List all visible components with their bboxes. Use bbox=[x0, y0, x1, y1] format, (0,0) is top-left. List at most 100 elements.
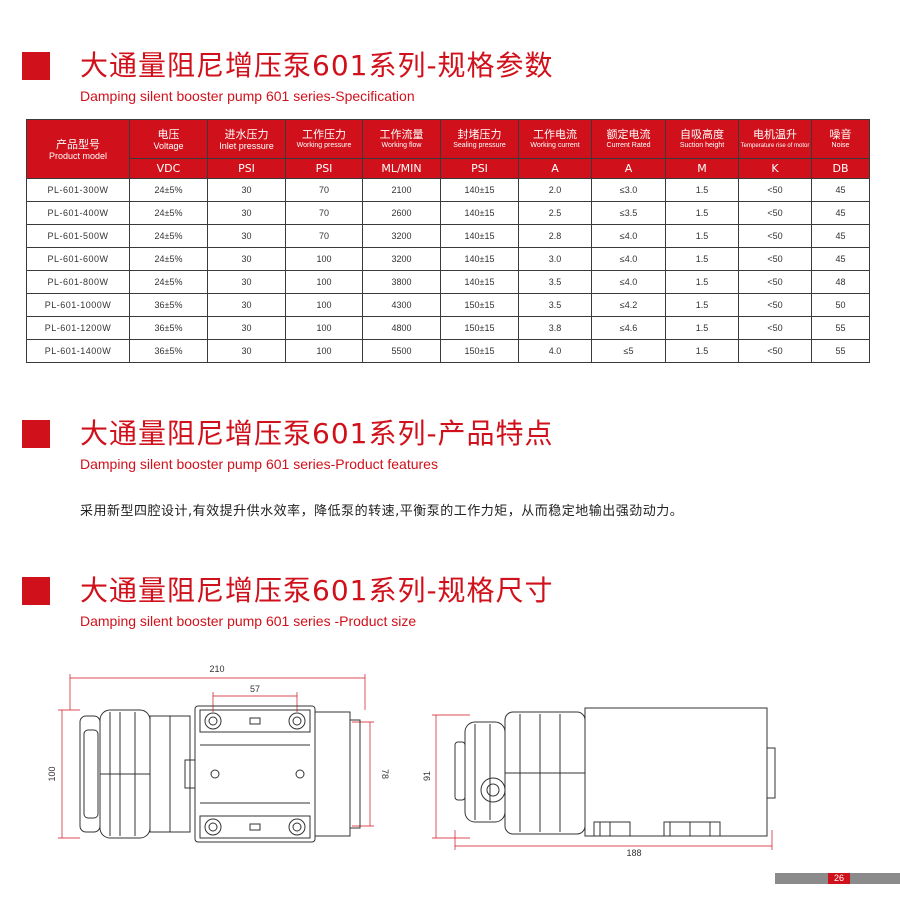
model-cell: PL-601-400W bbox=[26, 201, 130, 225]
pump-top-view-drawing bbox=[58, 674, 374, 843]
value-cell: ≤4.0 bbox=[591, 224, 666, 248]
model-cell: PL-601-500W bbox=[26, 224, 130, 248]
value-cell: 36±5% bbox=[129, 293, 208, 317]
unit-cell: PSI bbox=[285, 158, 363, 179]
value-cell: <50 bbox=[738, 339, 812, 363]
section-marker bbox=[22, 577, 50, 605]
dim-side-length: 188 bbox=[626, 848, 641, 858]
pump-side-view-drawing bbox=[432, 707, 776, 850]
value-cell: 140±15 bbox=[440, 201, 519, 225]
value-cell: 150±15 bbox=[440, 316, 519, 340]
value-cell: 30 bbox=[207, 270, 286, 294]
section-title-zh: 大通量阻尼增压泵601系列-规格参数 bbox=[80, 49, 554, 82]
value-cell: 24±5% bbox=[129, 224, 208, 248]
value-cell: 4300 bbox=[362, 293, 441, 317]
value-cell: 70 bbox=[285, 201, 363, 225]
value-cell: 1.5 bbox=[665, 247, 739, 271]
value-cell: 24±5% bbox=[129, 178, 208, 202]
dim-height-left: 100 bbox=[47, 766, 57, 781]
value-cell: <50 bbox=[738, 293, 812, 317]
page-footer-bar bbox=[775, 873, 828, 884]
value-cell: 5500 bbox=[362, 339, 441, 363]
value-cell: 100 bbox=[285, 339, 363, 363]
unit-cell: A bbox=[591, 158, 666, 179]
unit-cell: ML/MIN bbox=[362, 158, 441, 179]
model-cell: PL-601-600W bbox=[26, 247, 130, 271]
value-cell: 4800 bbox=[362, 316, 441, 340]
value-cell: <50 bbox=[738, 247, 812, 271]
value-cell: 2.5 bbox=[518, 201, 592, 225]
value-cell: 30 bbox=[207, 178, 286, 202]
section-title-en: Damping silent booster pump 601 series-P… bbox=[80, 456, 438, 472]
value-cell: 24±5% bbox=[129, 201, 208, 225]
value-cell: 24±5% bbox=[129, 270, 208, 294]
value-cell: 100 bbox=[285, 270, 363, 294]
model-cell: PL-601-300W bbox=[26, 178, 130, 202]
value-cell: 55 bbox=[811, 316, 870, 340]
unit-cell: DB bbox=[811, 158, 870, 179]
value-cell: 1.5 bbox=[665, 270, 739, 294]
value-cell: 1.5 bbox=[665, 316, 739, 340]
value-cell: 50 bbox=[811, 293, 870, 317]
value-cell: 100 bbox=[285, 293, 363, 317]
features-text: 采用新型四腔设计,有效提升供水效率，降低泵的转速,平衡泵的工作力矩，从而稳定地输… bbox=[80, 504, 684, 519]
value-cell: 30 bbox=[207, 201, 286, 225]
value-cell: 2100 bbox=[362, 178, 441, 202]
section-title-zh: 大通量阻尼增压泵601系列-规格尺寸 bbox=[80, 574, 554, 607]
section-title-en: Damping silent booster pump 601 series -… bbox=[80, 613, 417, 629]
value-cell: 2.0 bbox=[518, 178, 592, 202]
dim-height-right: 78 bbox=[380, 769, 390, 779]
model-cell: PL-601-1000W bbox=[26, 293, 130, 317]
value-cell: <50 bbox=[738, 201, 812, 225]
value-cell: 3200 bbox=[362, 224, 441, 248]
value-cell: 45 bbox=[811, 224, 870, 248]
header-product-model: 产品型号 Product model bbox=[26, 119, 130, 179]
value-cell: 1.5 bbox=[665, 293, 739, 317]
value-cell: ≤4.6 bbox=[591, 316, 666, 340]
value-cell: 36±5% bbox=[129, 316, 208, 340]
value-cell: 1.5 bbox=[665, 178, 739, 202]
value-cell: 140±15 bbox=[440, 224, 519, 248]
value-cell: <50 bbox=[738, 316, 812, 340]
value-cell: ≤3.0 bbox=[591, 178, 666, 202]
value-cell: 140±15 bbox=[440, 178, 519, 202]
value-cell: ≤4.2 bbox=[591, 293, 666, 317]
value-cell: 30 bbox=[207, 224, 286, 248]
unit-cell: PSI bbox=[440, 158, 519, 179]
table-units-row: VDC PSI PSI ML/MIN PSI A A M K DB bbox=[27, 158, 870, 179]
value-cell: 45 bbox=[811, 201, 870, 225]
value-cell: 4.0 bbox=[518, 339, 592, 363]
value-cell: 36±5% bbox=[129, 339, 208, 363]
dim-side-height: 91 bbox=[422, 771, 432, 781]
dim-overall-length: 210 bbox=[209, 664, 224, 674]
value-cell: 2600 bbox=[362, 201, 441, 225]
unit-cell: VDC bbox=[129, 158, 208, 179]
value-cell: 3800 bbox=[362, 270, 441, 294]
value-cell: ≤5 bbox=[591, 339, 666, 363]
unit-cell: K bbox=[738, 158, 812, 179]
value-cell: ≤4.0 bbox=[591, 247, 666, 271]
section-marker bbox=[22, 52, 50, 80]
value-cell: 48 bbox=[811, 270, 870, 294]
unit-cell: A bbox=[518, 158, 592, 179]
section-title-en: Damping silent booster pump 601 series-S… bbox=[80, 88, 415, 104]
value-cell: 3200 bbox=[362, 247, 441, 271]
value-cell: 1.5 bbox=[665, 339, 739, 363]
value-cell: 70 bbox=[285, 178, 363, 202]
value-cell: 24±5% bbox=[129, 247, 208, 271]
